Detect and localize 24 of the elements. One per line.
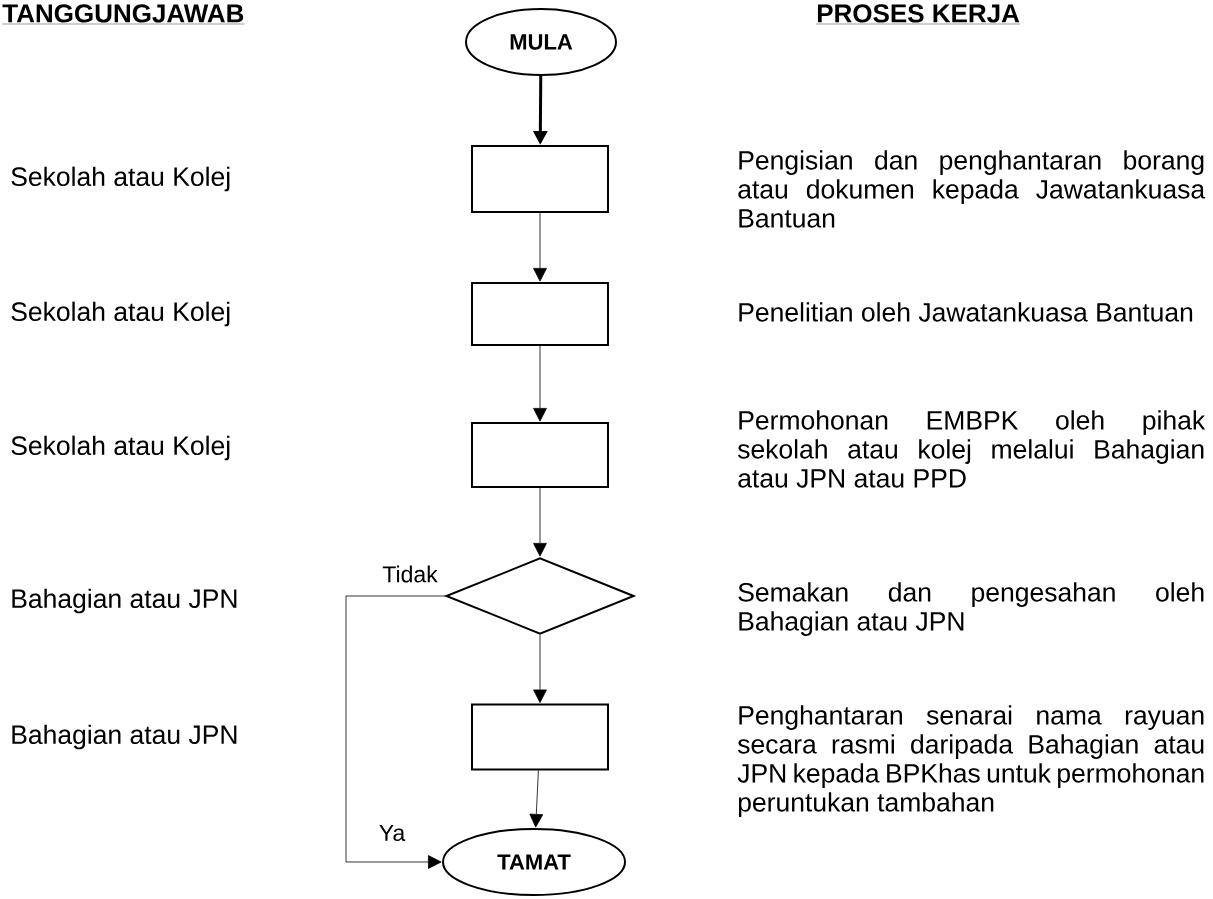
responsibility-text: Sekolah atau Kolej [11,166,230,192]
arrow [529,770,544,828]
responsibility-text: Bahagian atau JPN [12,588,237,614]
arrow [533,634,547,703]
process-box [471,145,609,213]
arrow [533,212,547,282]
responsibility-text: Sekolah atau Kolej [11,301,230,327]
edge-label: Tidak [381,564,439,584]
process-box [471,282,609,346]
branch-label: Ya [379,824,406,841]
arrow [533,487,547,557]
process-box [471,422,609,488]
process-box [471,703,609,771]
process-description: Penghantaran senarai nama rayuan secara rasmi daripada Bahagian atau JPN kepada BPKhas untuk permohonan peruntukan tambahan [737,705,1204,817]
responsibility-text: Sekolah atau Kolej [11,435,230,461]
process-description: Permohonan EMBPK oleh pihak sekolah atau kolej melalui Bahagian atau JPN atau PPD [737,410,1206,488]
column-heading: PROSES KERJA [816,4,1021,25]
process-description: Semakan dan pengesahan oleh Bahagian atau JPN [738,582,1204,636]
arrow [345,595,446,869]
column-heading: TANGGUNGJAWAB [2,4,245,25]
process-description: Pengisian dan penghantaran borang atau dokumen kepada Jawatankuasa Bantuan [738,150,1206,228]
process-description: Penelitian oleh Jawatankuasa Bantuan [739,302,1193,322]
responsibility-text: Bahagian atau JPN [12,724,237,750]
arrow [533,345,547,422]
